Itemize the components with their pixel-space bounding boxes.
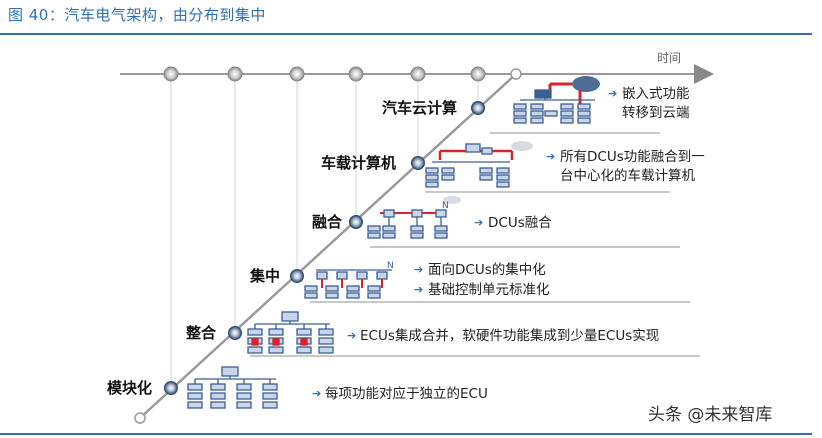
time-marker — [227, 66, 243, 82]
time-marker — [289, 66, 305, 82]
level-label-4: 融合 — [312, 213, 343, 231]
figure-title: 图 40：汽车电气架构，由分布到集中 — [8, 6, 266, 24]
bullet-icon: ➔ — [414, 263, 423, 276]
topology-centralization: N — [304, 261, 394, 299]
bullet-icon: ➔ — [608, 87, 617, 100]
bottom-rule — [0, 433, 812, 435]
bullet-icon: ➔ — [474, 216, 483, 229]
level-5-desc-2: 台中心化的车载计算机 — [560, 167, 695, 184]
level-dot-5 — [411, 156, 425, 170]
time-marker — [163, 66, 179, 82]
level-1-desc-1: 每项功能对应于独立的ECU — [325, 385, 488, 402]
bullet-icon: ➔ — [546, 150, 555, 163]
watermark: 头条 @未来智库 — [648, 405, 773, 425]
level-descriptions: ➔ 每项功能对应于独立的ECU ➔ ECUs集成合并，软硬件功能集成到少量ECU… — [312, 86, 705, 402]
topology-modular — [187, 366, 278, 409]
level-dot-6 — [471, 101, 485, 115]
time-marker — [348, 66, 364, 82]
level-labels: 模块化 整合 集中 融合 车载计算机 汽车云计算 — [107, 99, 457, 397]
bullet-icon: ➔ — [347, 329, 356, 342]
level-2-desc-1: ECUs集成合并，软硬件功能集成到少量ECUs实现 — [360, 328, 659, 344]
topology-cloud — [513, 76, 600, 124]
time-axis-label: 时间 — [657, 51, 681, 65]
svg-text:N: N — [387, 261, 394, 271]
level-3-desc-2: 基础控制单元标准化 — [428, 281, 550, 298]
level-shelves — [250, 132, 700, 357]
grid-guides — [170, 80, 479, 388]
level-label-6: 汽车云计算 — [382, 99, 457, 117]
level-5-desc-1: 所有DCUs功能融合到一 — [560, 149, 705, 165]
level-dot-4 — [349, 215, 363, 229]
level-dot-2 — [228, 326, 242, 340]
topology-vehicle-computer — [425, 141, 533, 188]
time-axis-markers — [163, 66, 522, 82]
svg-text:N: N — [442, 201, 449, 211]
bullet-icon: ➔ — [414, 283, 423, 296]
level-6-desc-1: 嵌入式功能 — [622, 86, 690, 102]
bullet-icon: ➔ — [312, 387, 321, 400]
level-3-desc-1: 面向DCUs的集中化 — [428, 262, 546, 278]
level-label-2: 整合 — [186, 324, 217, 342]
level-label-3: 集中 — [249, 267, 280, 285]
level-label-5: 车载计算机 — [321, 154, 396, 172]
time-marker — [470, 66, 486, 82]
level-dot-3 — [290, 269, 304, 283]
level-6-desc-2: 转移到云端 — [622, 105, 690, 121]
topology-fusion: N — [367, 196, 461, 239]
topology-integration — [247, 311, 334, 354]
time-marker-end — [510, 68, 522, 80]
time-marker — [410, 66, 426, 82]
level-dot-1 — [164, 381, 178, 395]
level-dots — [164, 101, 485, 395]
top-rule — [0, 33, 812, 35]
path-start-marker — [134, 412, 146, 424]
level-label-1: 模块化 — [107, 379, 152, 397]
evolution-path — [139, 73, 517, 419]
level-4-desc-1: DCUs融合 — [488, 215, 552, 231]
cloud-icon — [572, 76, 600, 92]
